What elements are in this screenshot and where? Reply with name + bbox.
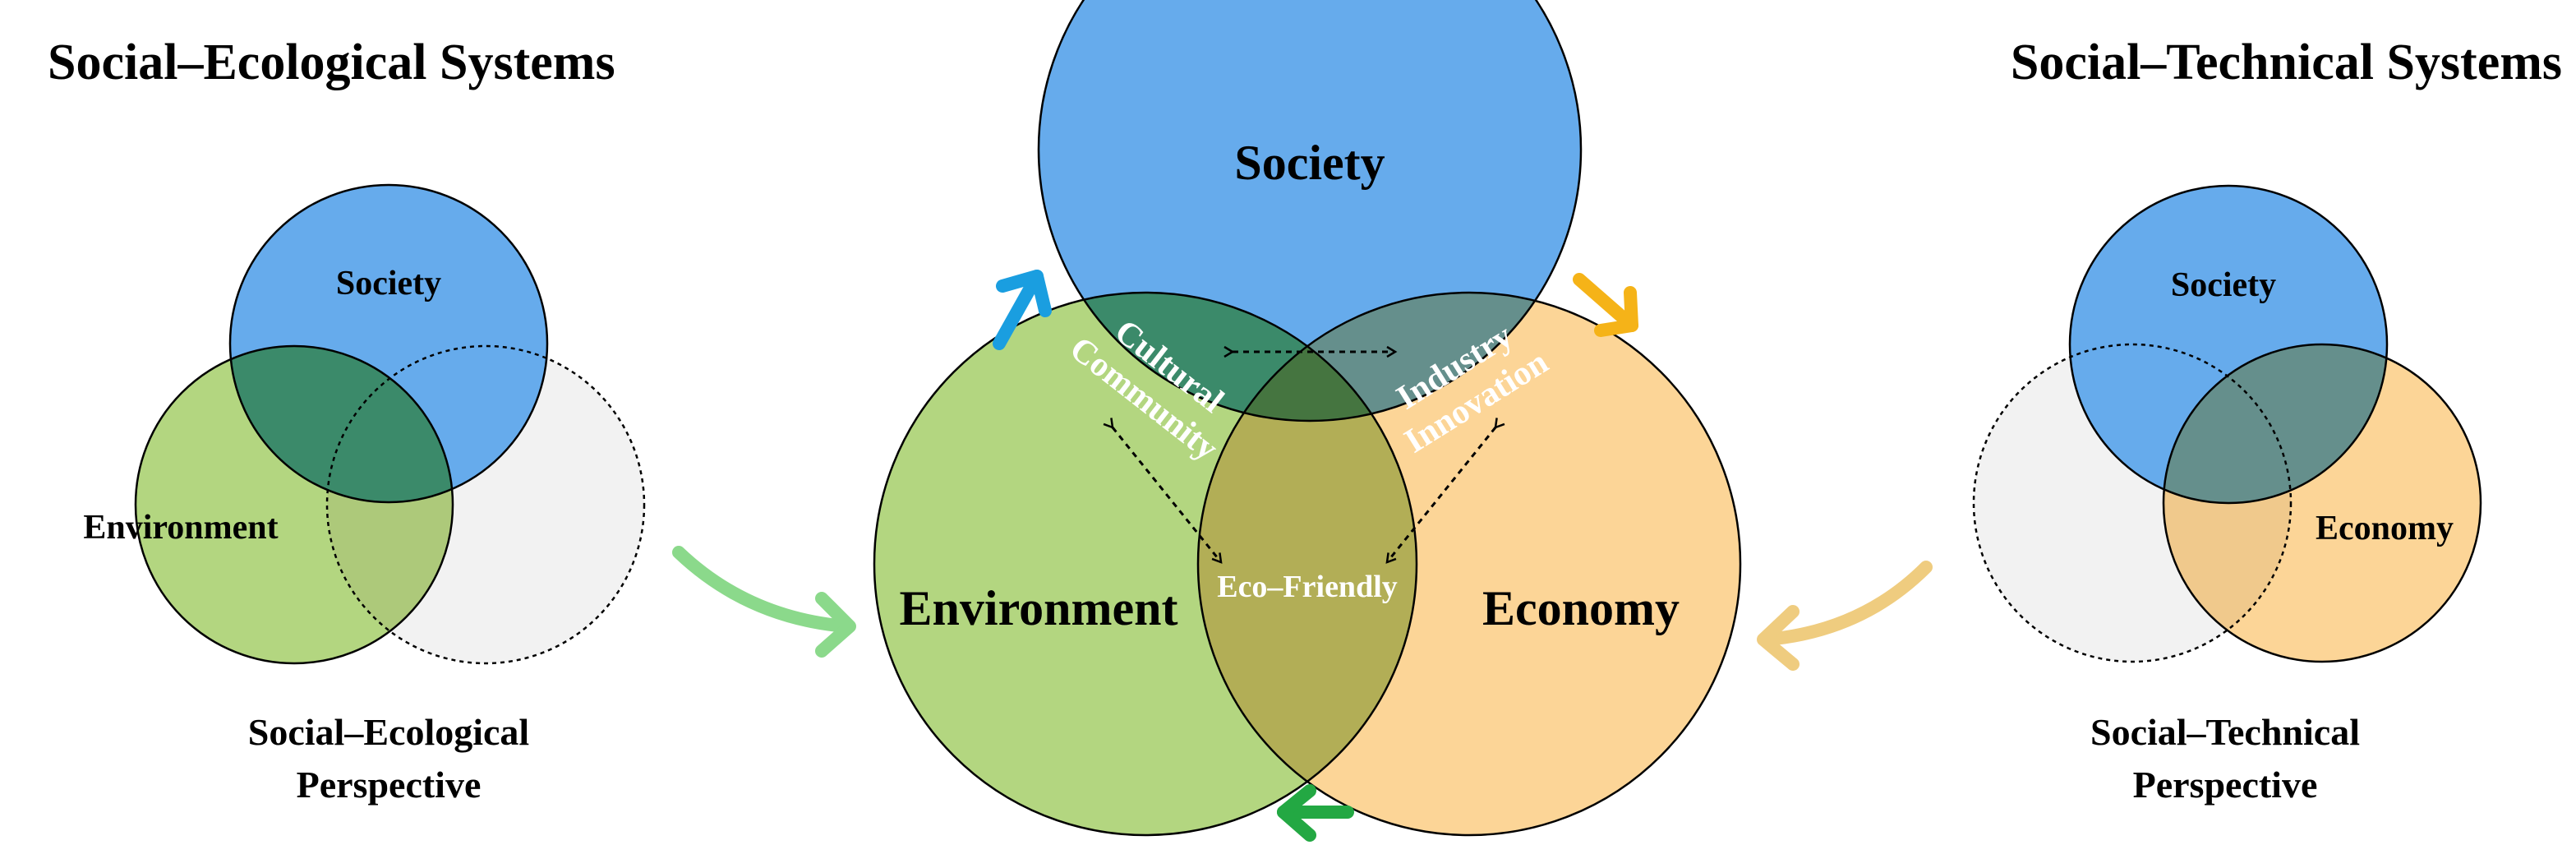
center-economy-label: Economy	[1482, 581, 1680, 635]
right-society-label: Society	[2171, 266, 2276, 304]
right-neutral-circle-outline	[1972, 343, 2293, 663]
left-panel: Social–Ecological Systems Society Enviro…	[48, 35, 646, 806]
cycle-arrow-blue	[993, 270, 1052, 350]
left-caption-line1: Social–Ecological	[248, 711, 529, 753]
left-caption-line2: Perspective	[297, 764, 482, 806]
cycle-arrow-green	[1277, 784, 1354, 842]
dotted-arrow-left	[1103, 418, 1223, 564]
overlap-label-eco-friendly: Eco–Friendly	[1217, 570, 1398, 604]
center-environment-label: Environment	[900, 581, 1178, 635]
right-society-economy-overlap	[2164, 344, 2387, 503]
overlap-environment-economy	[1198, 293, 1417, 835]
left-heading: Social–Ecological Systems	[48, 35, 615, 90]
left-neutral-circle-outline	[325, 344, 646, 665]
right-panel: Social–Technical Systems Society Economy…	[1972, 35, 2562, 806]
right-caption-line2: Perspective	[2133, 764, 2318, 806]
right-caption-line1: Social–Technical	[2090, 711, 2360, 753]
right-heading: Social–Technical Systems	[2011, 35, 2562, 90]
dotted-arrow-right	[1385, 418, 1505, 564]
center-society-label: Society	[1234, 136, 1385, 190]
left-society-environment-overlap	[230, 346, 453, 502]
transition-arrow-right	[1757, 561, 1933, 671]
center-venn: Society Environment Economy Cultural Com…	[873, 0, 1742, 842]
transition-arrow-left	[672, 546, 856, 658]
right-economy-label: Economy	[2316, 510, 2454, 547]
left-environment-label: Environment	[83, 509, 278, 547]
cycle-arrow-orange	[1573, 273, 1638, 337]
left-society-label: Society	[336, 265, 441, 302]
